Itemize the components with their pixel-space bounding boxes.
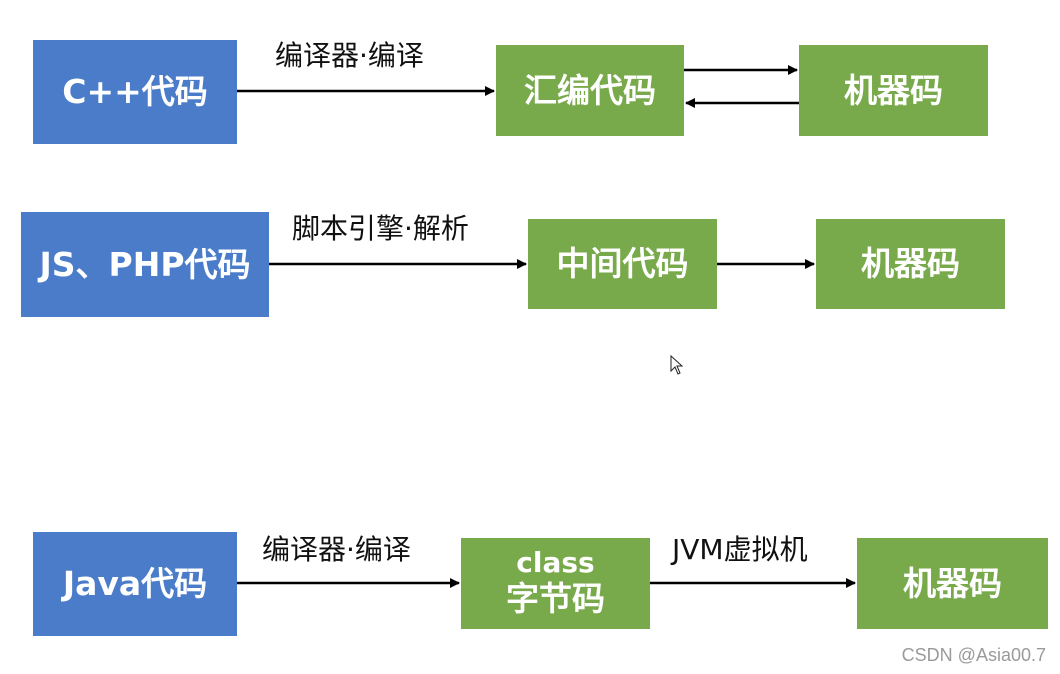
intermediate-code-label: 中间代码 — [556, 244, 689, 284]
bytecode-label: 字节码 — [506, 579, 605, 619]
assembly-code-box: 汇编代码 — [496, 45, 684, 136]
class-label: class — [516, 546, 595, 580]
mouse-pointer-icon — [670, 355, 684, 375]
machine-code-label-2: 机器码 — [861, 244, 960, 284]
machine-code-box-1: 机器码 — [799, 45, 988, 136]
jvm-label: JVM虚拟机 — [672, 533, 808, 566]
machine-code-box-3: 机器码 — [857, 538, 1048, 629]
machine-code-label-3: 机器码 — [903, 563, 1002, 603]
watermark: CSDN @Asia00.7 — [901, 645, 1046, 665]
class-bytecode-box: class 字节码 — [461, 538, 650, 629]
machine-code-box-2: 机器码 — [816, 219, 1005, 309]
cpp-code-label: C++代码 — [62, 72, 208, 112]
machine-code-label-1: 机器码 — [844, 70, 943, 110]
java-compiler-compile-label: 编译器·编译 — [262, 533, 411, 566]
assembly-code-label: 汇编代码 — [524, 70, 656, 110]
java-code-box: Java代码 — [33, 532, 237, 636]
script-engine-parse-label: 脚本引擎·解析 — [292, 212, 469, 245]
compiler-compile-label: 编译器·编译 — [275, 39, 424, 72]
intermediate-code-box: 中间代码 — [528, 219, 717, 309]
js-php-code-box: JS、PHP代码 — [21, 212, 269, 317]
cpp-code-box: C++代码 — [33, 40, 237, 144]
java-code-label: Java代码 — [62, 564, 208, 604]
js-php-code-label: JS、PHP代码 — [39, 244, 251, 284]
